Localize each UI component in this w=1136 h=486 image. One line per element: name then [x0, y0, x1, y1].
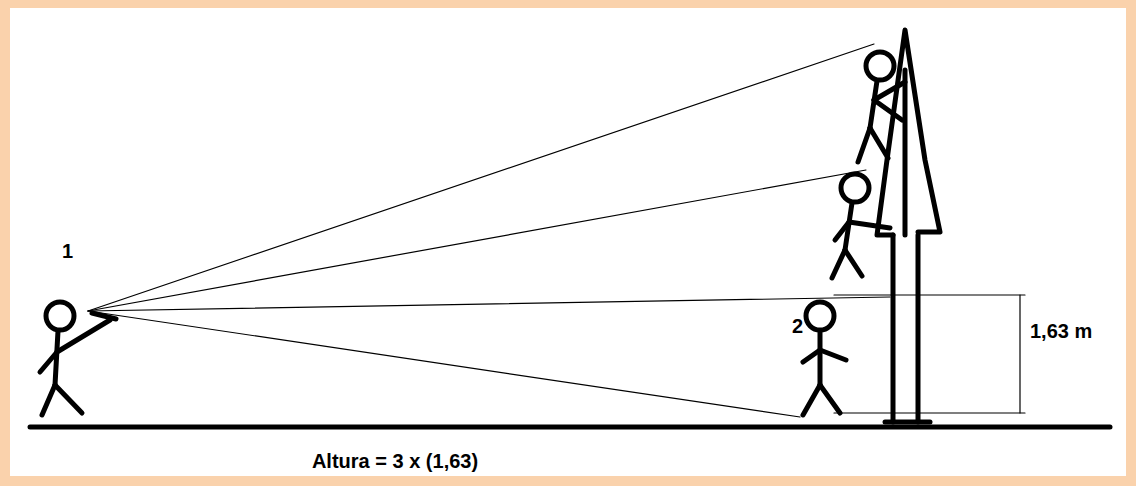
observer-figure [40, 302, 116, 415]
dimension-label: 1,63 m [1030, 320, 1092, 342]
formula-caption: Altura = 3 x (1,63) [312, 450, 478, 472]
helper-figure-middle [832, 174, 890, 278]
canvas-ground [10, 8, 1126, 476]
callout-number: 2 [792, 315, 803, 337]
helper-figure [803, 302, 846, 415]
dimension-lines [834, 295, 1025, 413]
ground-line [30, 425, 1110, 430]
callout-number: 1 [62, 240, 73, 262]
helper-figure-top [858, 52, 905, 162]
sight-lines [88, 44, 890, 417]
